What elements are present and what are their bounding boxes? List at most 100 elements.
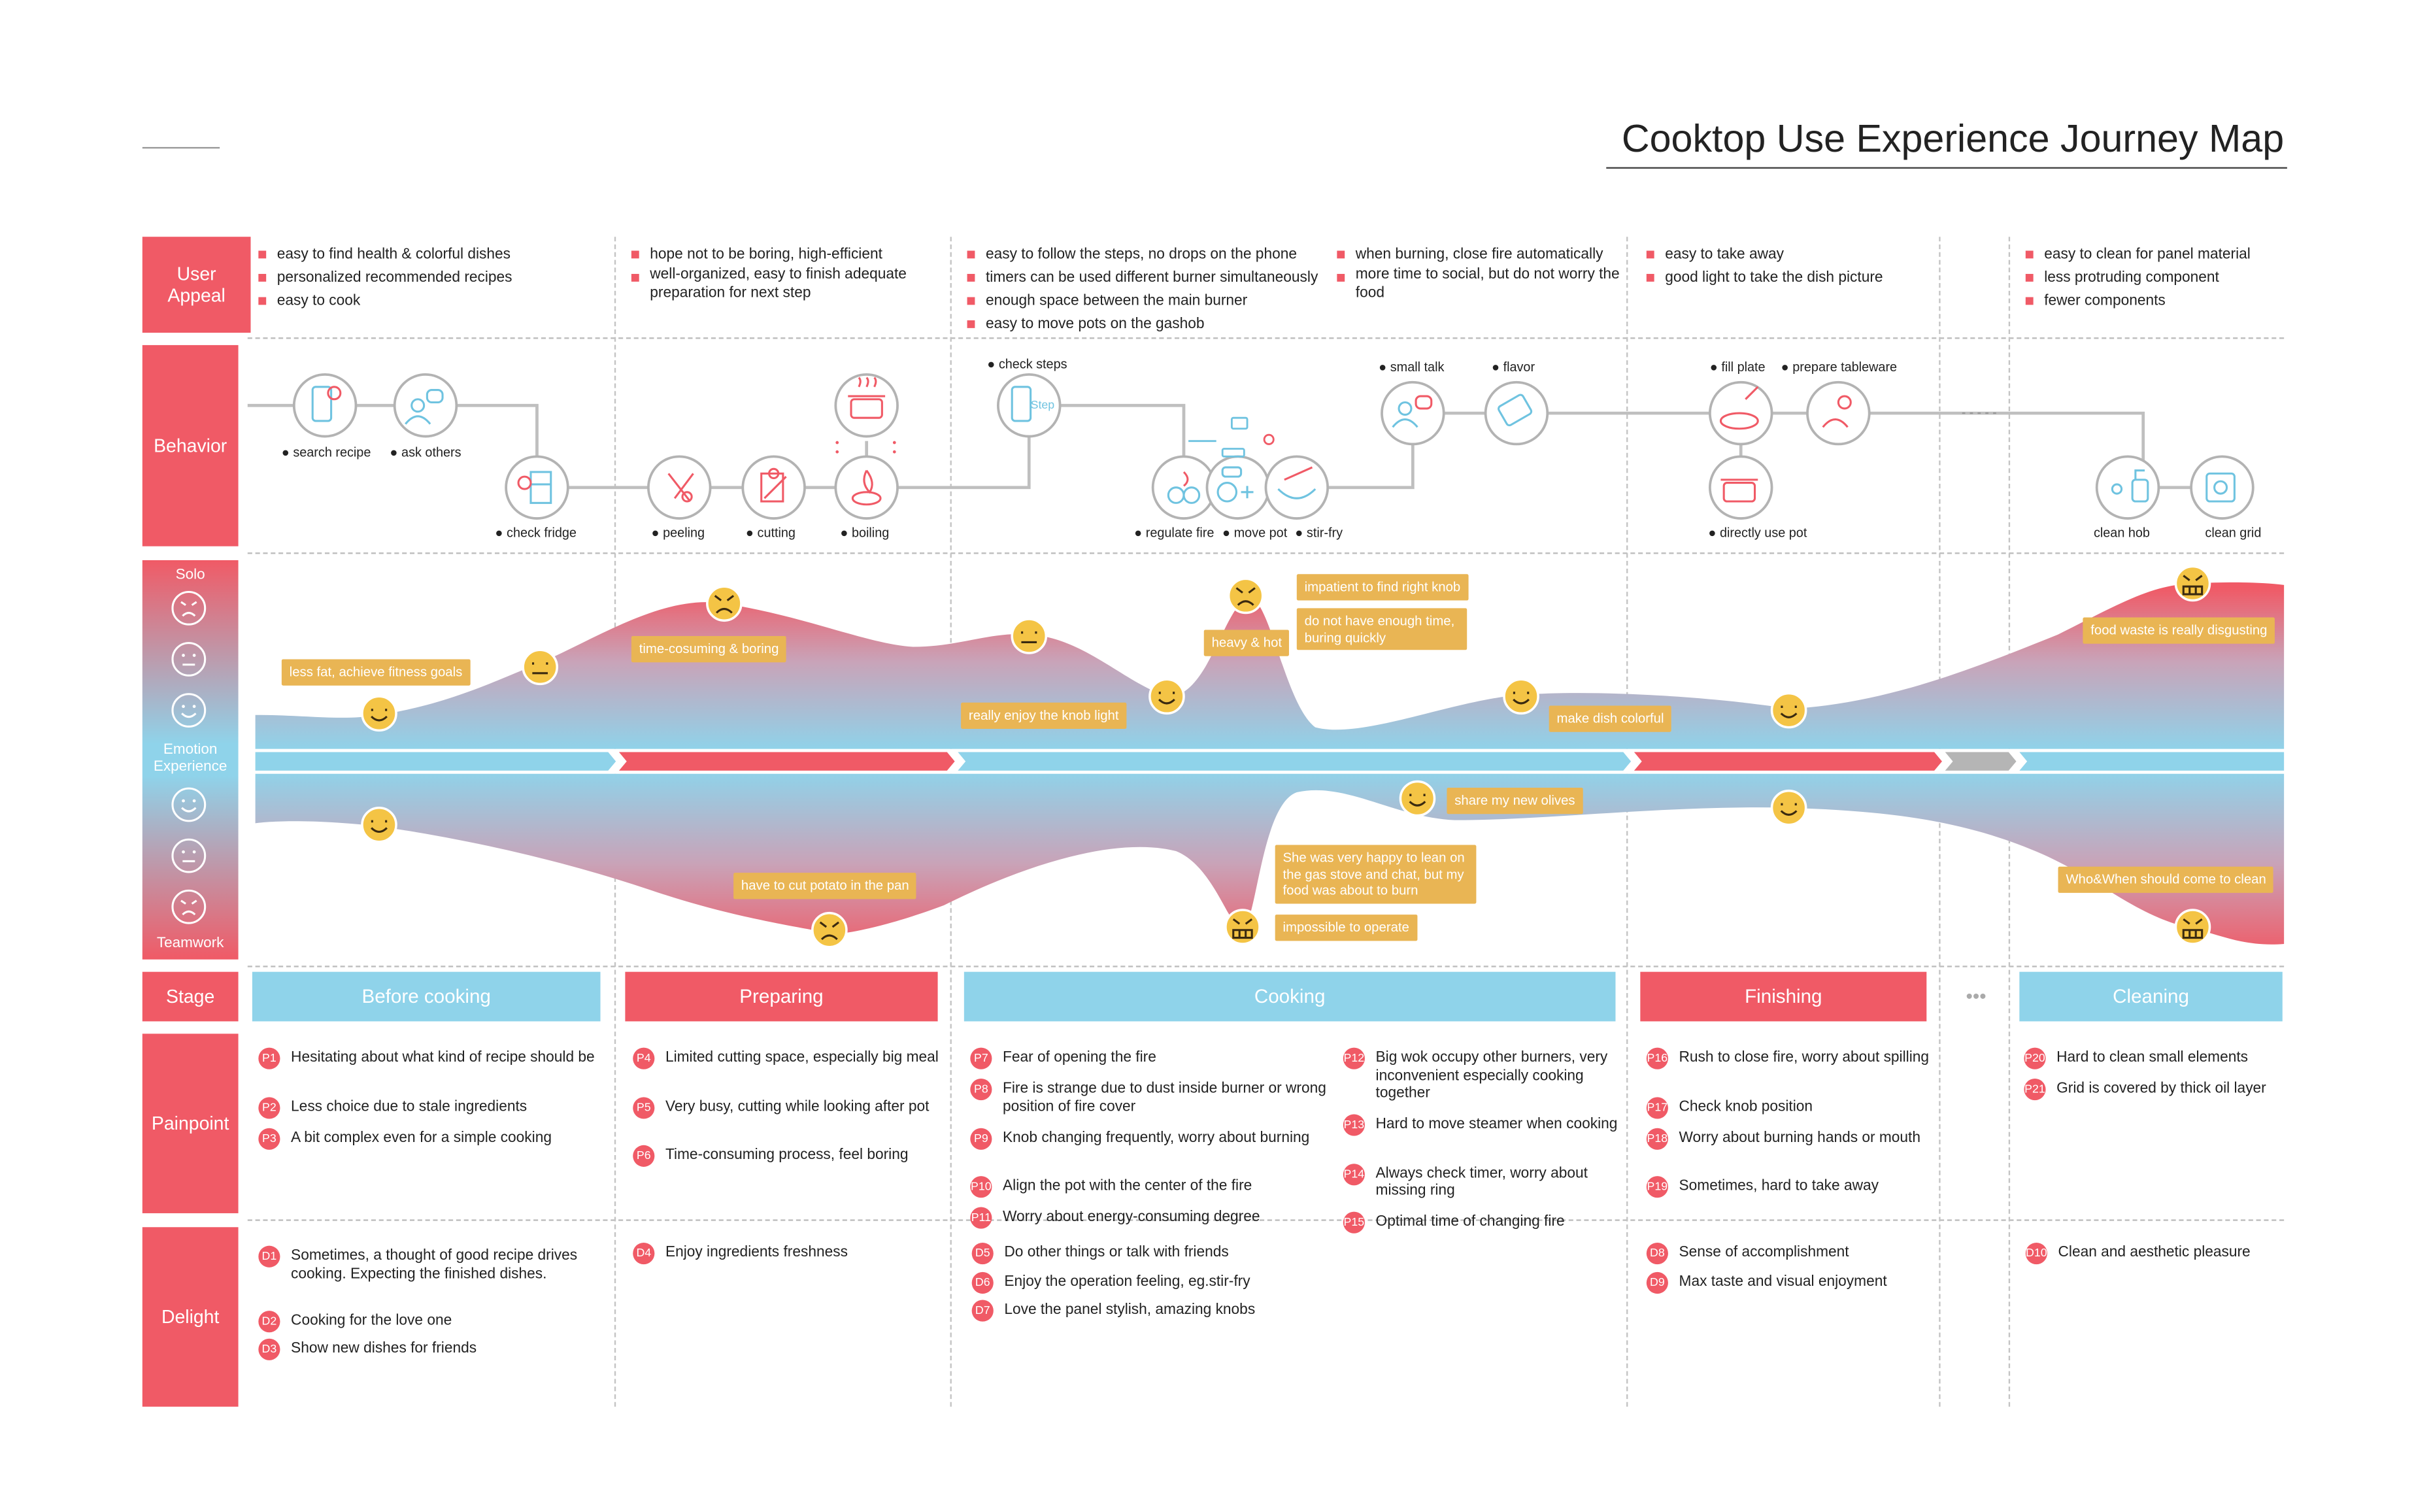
angry-outline-icon [171, 590, 207, 626]
appeal-item: more time to social, but do not worry th… [1337, 266, 1622, 301]
appeal-item: well-organized, easy to finish adequate … [631, 266, 941, 301]
painpoint-badge: P10 [970, 1176, 992, 1198]
people-chat-icon [405, 389, 444, 425]
painpoint-badge: P7 [970, 1047, 992, 1069]
delight-badge: D9 [1646, 1271, 1668, 1293]
grimace-face-icon [1224, 909, 1261, 945]
timeline-bar [255, 752, 2285, 771]
emotion-bubble: time-cosuming & boring [631, 635, 787, 662]
angry-face-icon [706, 585, 743, 622]
delight-badge: D8 [1646, 1242, 1668, 1265]
item-text: Always check timer, worry about missing … [1375, 1164, 1588, 1200]
painpoint-badge: P5 [633, 1096, 655, 1118]
caption-ask-others: ● ask others [390, 444, 461, 460]
item-text: Less choice due to stale ingredients [291, 1098, 528, 1115]
item-text: Fire is strange due to dust inside burne… [1003, 1080, 1326, 1115]
emotion-bubble: really enjoy the knob light [961, 702, 1127, 729]
item-text: Enjoy ingredients freshness [665, 1244, 848, 1262]
item-text: Big wok occupy other burners, very incon… [1375, 1049, 1608, 1102]
emotion-bubble: food waste is really disgusting [2083, 617, 2275, 644]
item-text: Hesitating about what kind of recipe sho… [291, 1049, 595, 1067]
item-text: A bit complex even for a simple cooking [291, 1128, 552, 1146]
delight-badge: D4 [633, 1242, 655, 1265]
emotion-bubble: share my new olives [1447, 787, 1583, 814]
row-divider [247, 337, 2285, 339]
appeal-item: good light to take the dish picture [1646, 266, 1934, 290]
emotion-bubble: impossible to operate [1275, 915, 1417, 941]
step-label: Step [1030, 397, 1055, 412]
painpoint-badge: P19 [1646, 1176, 1668, 1198]
phone-icon [311, 386, 342, 422]
row-label-emotion [142, 560, 239, 960]
prepare-tableware-circle [1806, 380, 1871, 446]
emotion-bubble: heavy & hot [1203, 630, 1290, 656]
appeal-item: easy to cook [258, 290, 607, 313]
angry-outline-icon [171, 889, 207, 924]
painpoint-badge: P8 [970, 1079, 992, 1101]
happy-face-icon [1770, 692, 1807, 729]
stage-before-cooking: Before cooking [252, 971, 601, 1022]
row-label-user-appeal: User Appeal [142, 237, 251, 333]
happy-face-icon [1770, 789, 1807, 826]
painpoint-badge: P14 [1343, 1163, 1365, 1185]
painpoint-badge: P9 [970, 1127, 992, 1149]
delight-badge: D2 [258, 1309, 280, 1332]
seasoning-icon [1498, 394, 1533, 427]
caption-peeling: ● peeling [651, 524, 705, 541]
row-label-painpoint: Painpoint [142, 1033, 239, 1213]
appeal-item: enough space between the main burner [967, 290, 1333, 313]
painpoint-badge: P20 [2024, 1047, 2046, 1069]
angry-face-icon [811, 911, 848, 949]
small-talk-circle [1381, 380, 1445, 446]
step-phone-icon [1011, 386, 1032, 422]
appeal-item: hope not to be boring, high-efficient [631, 243, 941, 267]
clean-grid-circle [2190, 455, 2255, 520]
chat-people-icon [1392, 395, 1433, 428]
caption-stir-fry: ● stir-fry [1295, 524, 1343, 541]
directly-use-pot-circle [1708, 455, 1773, 520]
happy-face-icon [361, 695, 397, 732]
appeal-item: easy to clean for panel material [2025, 243, 2288, 267]
painpoint-badge: P4 [633, 1047, 655, 1069]
item-text: Love the panel stylish, amazing knobs [1004, 1301, 1256, 1319]
appeal-item: personalized recommended recipes [258, 266, 607, 290]
caption-check-steps: ● check steps [987, 356, 1067, 372]
plate-icon [1719, 386, 1759, 430]
caption-move-pot: ● move pot [1222, 524, 1288, 541]
page-title: Cooktop Use Experience Journey Map [1621, 117, 2285, 161]
row-label-stage: Stage [142, 971, 239, 1022]
row-divider [247, 1219, 2285, 1221]
emotion-experience-label: Emotion Experience [153, 741, 227, 776]
item-text: Worry about burning hands or mouth [1679, 1128, 1921, 1146]
appeal-col-5: easy to take away good light to take the… [1646, 243, 1934, 290]
item-text: Optimal time of changing fire [1375, 1213, 1565, 1231]
emotion-bubble: Who&When should come to clean [2058, 866, 2274, 893]
appeal-item: easy to move pots on the gashob [967, 312, 1333, 336]
happy-face-icon [361, 806, 397, 843]
item-text: Enjoy the operation feeling, eg.stir-fry [1004, 1273, 1250, 1290]
grid-clean-icon [2205, 472, 2236, 503]
item-text: Worry about energy-consuming degree [1003, 1208, 1260, 1226]
appeal-item: less protruding component [2025, 266, 2288, 290]
fridge-icon [517, 471, 552, 504]
peeler-icon [667, 473, 694, 503]
appeal-col-6: easy to clean for panel material less pr… [2025, 243, 2288, 313]
flavor-circle [1484, 380, 1549, 446]
emotion-bubble: impatient to find right knob [1296, 574, 1469, 600]
caption-small-talk: ● small talk [1379, 359, 1445, 375]
title-underline [1606, 167, 2287, 169]
grimace-face-icon [2174, 909, 2211, 945]
